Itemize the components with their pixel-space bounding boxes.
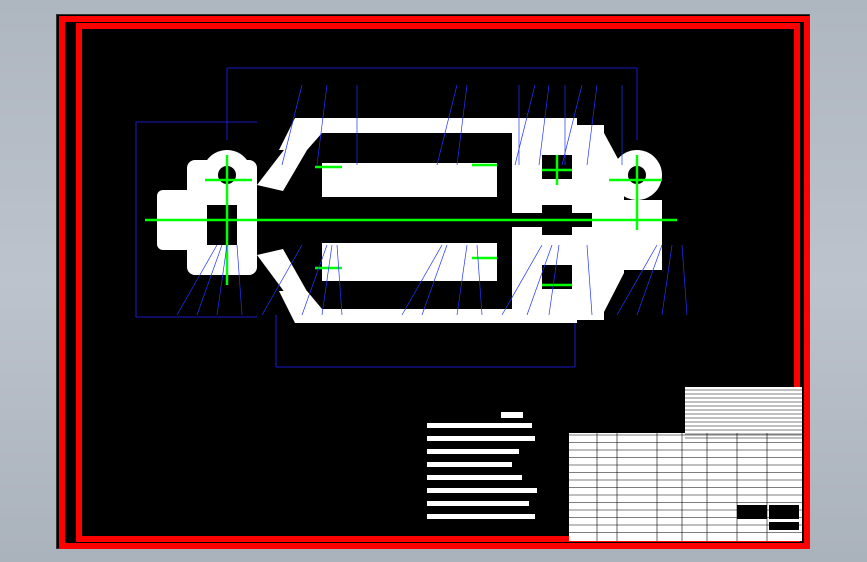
- leader-line-bottom: [616, 244, 658, 316]
- leader-line-bottom: [421, 244, 448, 316]
- leader-line-bottom: [548, 244, 560, 316]
- leader-line-bottom: [586, 244, 593, 316]
- leader-line-bottom: [681, 244, 688, 316]
- note-line: [427, 423, 532, 428]
- inner-border: [76, 23, 800, 542]
- leader-lines: [176, 84, 688, 316]
- leader-line-bottom: [336, 244, 343, 316]
- leader-line-top: [586, 84, 598, 166]
- leader-line-top: [538, 84, 550, 166]
- note-line: [427, 475, 522, 480]
- leader-line-bottom: [636, 244, 663, 316]
- leader-line-bottom: [476, 244, 483, 316]
- cad-viewport[interactable]: [56, 14, 810, 549]
- note-line: [427, 488, 537, 493]
- technical-notes: [427, 412, 537, 519]
- note-line: [427, 501, 529, 506]
- outer-border: [59, 16, 810, 549]
- leader-line-bottom: [401, 244, 443, 316]
- leader-line-bottom: [176, 244, 218, 316]
- leader-line-bottom: [236, 244, 243, 316]
- note-line: [427, 436, 535, 441]
- leader-line-bottom: [216, 244, 228, 316]
- leader-line-top: [456, 84, 468, 166]
- leader-line-top: [514, 84, 536, 166]
- title-block: [569, 387, 802, 541]
- leader-line-bottom: [456, 244, 468, 316]
- dimension-lines: [135, 67, 638, 368]
- leader-line-bottom: [261, 244, 303, 316]
- leader-line-top: [561, 84, 583, 166]
- note-line: [427, 449, 519, 454]
- leader-line-bottom: [661, 244, 673, 316]
- leader-line-top: [281, 84, 303, 166]
- leader-line-bottom: [526, 244, 553, 316]
- note-line: [427, 462, 512, 467]
- leader-line-bottom: [321, 244, 333, 316]
- notes-heading-bar: [501, 412, 523, 418]
- leader-line-bottom: [501, 244, 543, 316]
- leader-line-bottom: [301, 244, 328, 316]
- leader-line-top: [436, 84, 458, 166]
- leader-line-top: [316, 84, 328, 166]
- note-line: [427, 514, 535, 519]
- assembly-drawing: [59, 16, 810, 549]
- leader-line-bottom: [196, 244, 223, 316]
- center-lines: [145, 155, 677, 287]
